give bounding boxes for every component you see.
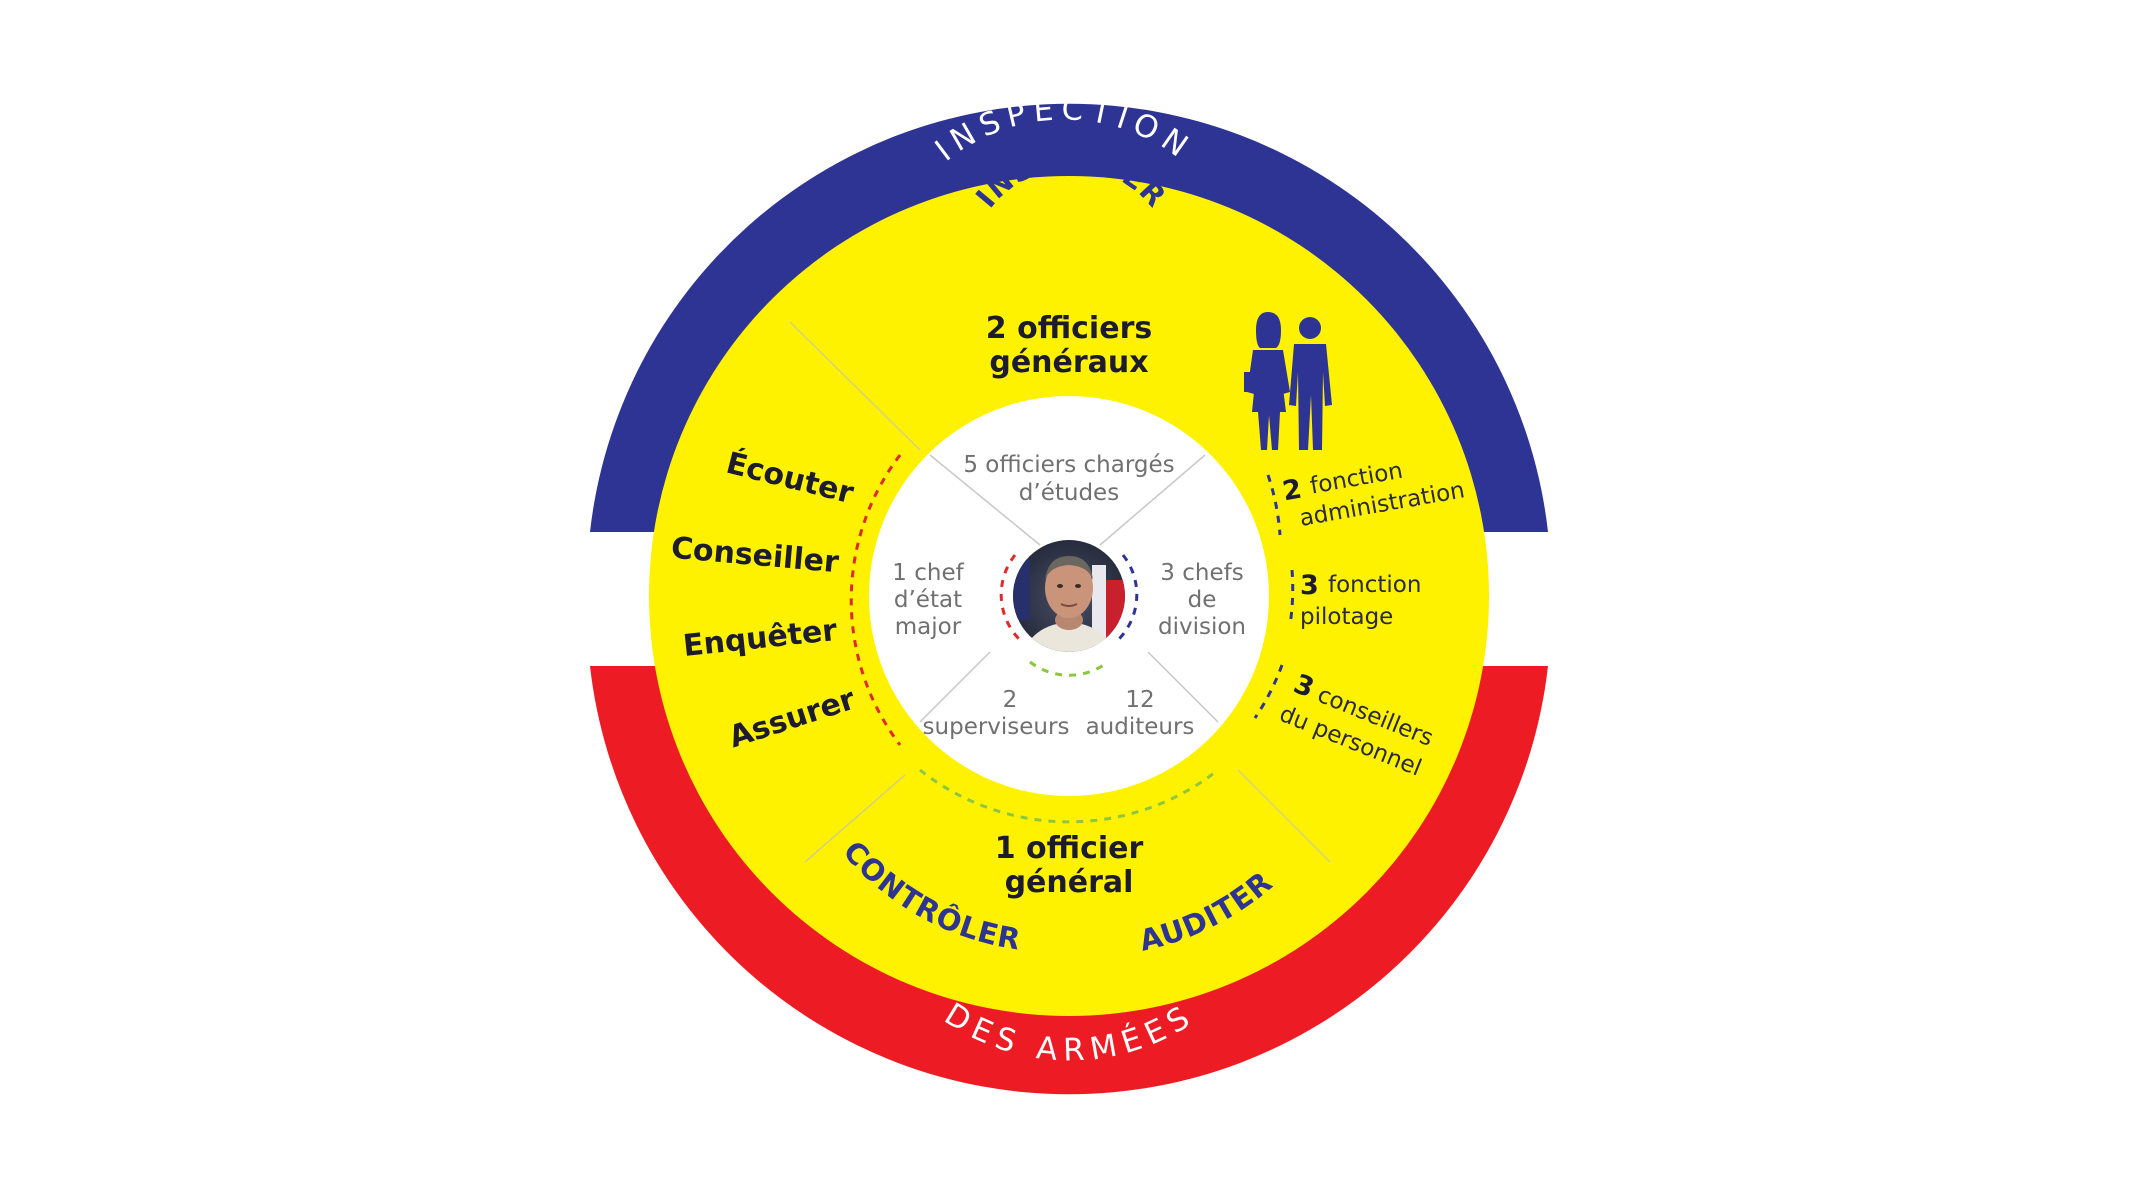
- inner-divider-bl: [919, 651, 991, 723]
- dash-portrait-blue: [1116, 554, 1139, 642]
- inner-chef-etat-major: 1 chef d’état major: [892, 560, 964, 640]
- officers-silhouette-icon: [1244, 312, 1332, 450]
- man-body: [1289, 344, 1332, 450]
- inner-division-line3: division: [1158, 614, 1246, 640]
- inner-auditeurs: 12 auditeurs: [1086, 687, 1195, 740]
- inner-division-line1: 3 chefs: [1160, 560, 1243, 586]
- inner-superviseurs: 2 superviseurs: [923, 687, 1070, 740]
- portrait-eye-right: [1075, 584, 1081, 588]
- officers-top-line1: 2 officiers: [986, 311, 1152, 346]
- officers-top-line2: généraux: [989, 345, 1148, 380]
- inner-chef-line2: d’état: [894, 587, 962, 613]
- inner-etudes-line1: 5 officiers chargés: [963, 452, 1174, 478]
- portrait-flag-white: [1092, 565, 1106, 645]
- inner-auditeurs-line1: 12: [1125, 687, 1154, 713]
- inner-divider-tl: [929, 454, 1041, 546]
- inner-dividers: [919, 454, 1219, 723]
- officers-top: 2 officiers généraux: [986, 311, 1152, 380]
- portrait-flag-blue: [1013, 560, 1030, 620]
- dash-portrait-green: [1029, 660, 1109, 677]
- staff-pilotage-line1: fonction: [1328, 572, 1421, 598]
- divider-bottom-right: [1237, 769, 1331, 863]
- officers-bottom-line1: 1 officier: [995, 831, 1144, 866]
- dash-portrait-red: [999, 554, 1022, 642]
- staff-pilotage-line2: pilotage: [1300, 604, 1393, 630]
- inner-chef-line3: major: [895, 614, 962, 640]
- inner-etudes: 5 officiers chargés d’études: [963, 452, 1174, 506]
- dashed-separators: [849, 454, 1295, 824]
- man-head: [1299, 317, 1321, 339]
- inner-chef-line1: 1 chef: [892, 560, 964, 586]
- dash-right-blue: [1266, 474, 1282, 536]
- woman-hair: [1256, 312, 1281, 348]
- portrait-eye-left: [1057, 584, 1063, 588]
- dash-left-red: [849, 454, 902, 746]
- inner-divider-tr: [1099, 454, 1206, 546]
- inner-division-line2: de: [1188, 587, 1217, 613]
- sector-dividers: [789, 321, 1331, 863]
- inner-superviseurs-line2: superviseurs: [923, 714, 1070, 740]
- inner-chefs-division: 3 chefs de division: [1158, 560, 1246, 640]
- officers-bottom-line2: général: [1005, 865, 1134, 900]
- staff-pilotage-number: 3: [1300, 570, 1319, 601]
- divider-top-left: [789, 321, 921, 451]
- divider-bottom-left: [804, 774, 906, 863]
- inner-divider-br: [1147, 651, 1219, 723]
- officers-bottom: 1 officier général: [995, 831, 1144, 900]
- woman-folder: [1244, 372, 1258, 392]
- dash-bottom-green: [919, 768, 1219, 824]
- staff-administration-number: 2: [1280, 474, 1304, 508]
- portrait-face: [1045, 558, 1093, 618]
- dash-right-blue-3: [1253, 664, 1284, 719]
- staff-pilotage: 3 fonction pilotage: [1300, 570, 1421, 630]
- inspector-portrait-icon: [1013, 540, 1125, 652]
- inner-superviseurs-line1: 2: [1003, 687, 1018, 713]
- inner-etudes-line2: d’études: [1019, 480, 1119, 506]
- portrait-hair: [1045, 556, 1093, 580]
- inner-auditeurs-line2: auditeurs: [1086, 714, 1195, 740]
- portrait-mouth: [1060, 603, 1078, 607]
- dash-right-blue-2: [1288, 569, 1295, 626]
